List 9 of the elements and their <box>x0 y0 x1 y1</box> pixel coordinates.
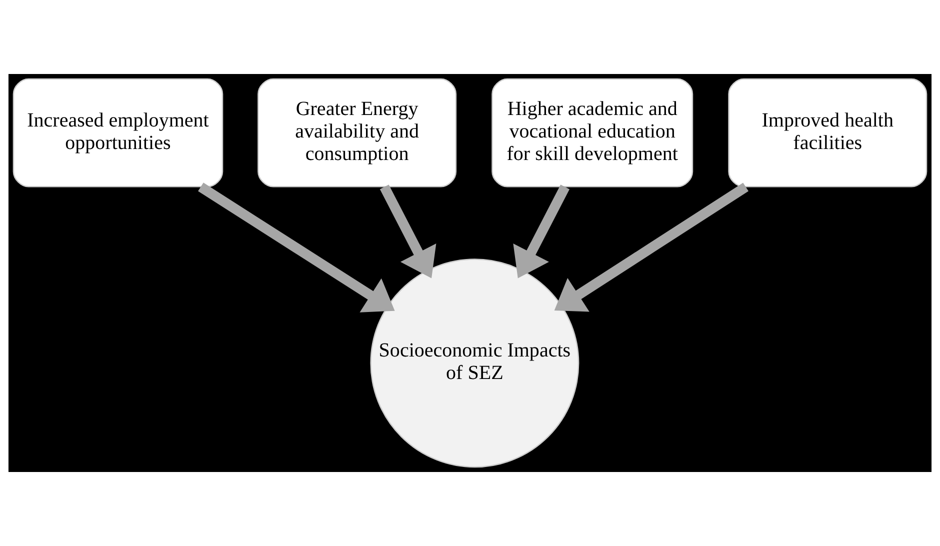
node-box: Greater Energy availability and consumption <box>258 78 457 188</box>
arrow <box>380 184 436 278</box>
node-box: Improved health facilities <box>728 78 928 188</box>
arrow <box>554 182 748 312</box>
node-circle: Socioeconomic Impacts of SEZ <box>370 258 580 468</box>
arrow <box>198 182 395 312</box>
arrow <box>513 184 570 278</box>
node-box: Higher academic and vocational education for skill development <box>492 78 694 188</box>
node-box: Increased employment opportunities <box>12 78 224 188</box>
